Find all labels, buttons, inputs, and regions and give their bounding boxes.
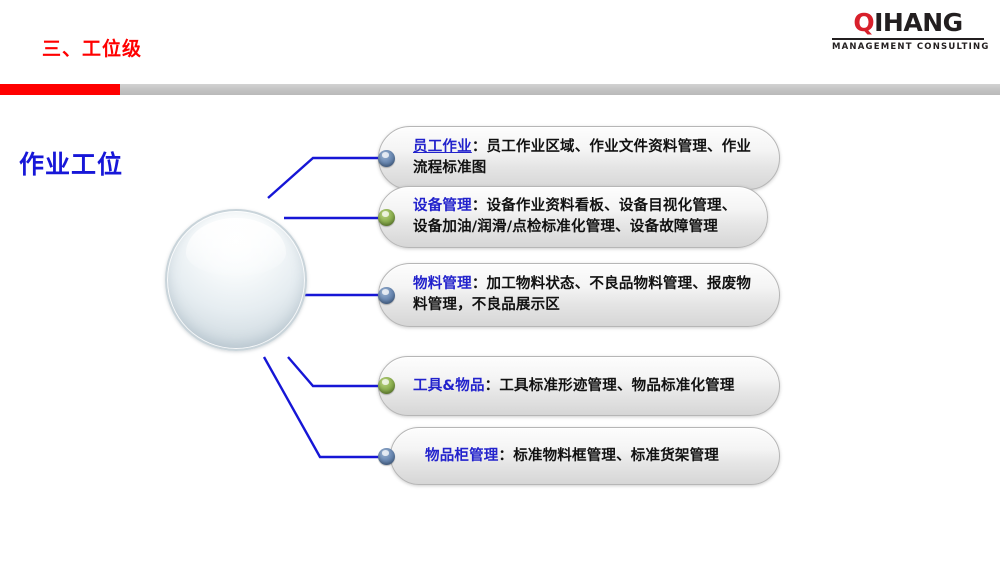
logo-divider-rule <box>832 38 984 40</box>
branch-body-4: 工具标准形迹管理、物品标准化管理 <box>499 377 735 394</box>
divider-grey-segment <box>120 84 1000 95</box>
branch-separator-1: ： <box>471 139 487 155</box>
branch-label-1: 员工作业 <box>413 139 472 155</box>
branch-capsule-4[interactable]: 工具&物品：工具标准形迹管理、物品标准化管理 <box>378 356 780 416</box>
header-divider <box>0 84 1000 95</box>
branch-text-4: 工具&物品：工具标准形迹管理、物品标准化管理 <box>379 376 757 397</box>
branch-label-2: 设备管理 <box>413 198 472 214</box>
logo-wordmark: QIHANG <box>832 10 984 35</box>
branch-text-2: 设备管理：设备作业资料看板、设备目视化管理、设备加油/润滑/点检标准化管理、设备… <box>379 196 767 238</box>
branch-separator-3: ： <box>471 276 487 292</box>
branch-capsule-2[interactable]: 设备管理：设备作业资料看板、设备目视化管理、设备加油/润滑/点检标准化管理、设备… <box>378 186 768 248</box>
branch-capsule-1[interactable]: 员工作业：员工作业区域、作业文件资料管理、作业流程标准图 <box>378 126 780 190</box>
logo-subtitle: MANAGEMENT CONSULTING <box>832 42 990 52</box>
brand-logo: QIHANG MANAGEMENT CONSULTING <box>832 10 990 52</box>
diagram-area: 作业工位 员工作业：员工作业区域、作业文件资料管理、作业流程标准图 设备管理：设… <box>0 95 1000 562</box>
branch-body-5: 标准物料框管理、标准货架管理 <box>513 447 720 464</box>
branch-separator-2: ： <box>471 198 487 214</box>
hub-label: 作业工位 <box>18 150 123 179</box>
divider-red-segment <box>0 84 120 95</box>
branch-bullet-4 <box>378 377 395 394</box>
branch-separator-5: ： <box>498 447 514 464</box>
branch-bullet-2 <box>378 209 395 226</box>
connector-line-5 <box>262 356 381 459</box>
branch-bullet-3 <box>378 287 395 304</box>
branch-capsule-3[interactable]: 物料管理：加工物料状态、不良品物料管理、报废物料管理，不良品展示区 <box>378 263 780 327</box>
branch-label-3: 物料管理 <box>413 276 472 292</box>
connector-line-4 <box>287 356 381 388</box>
branch-bullet-1 <box>378 150 395 167</box>
logo-letter-q: Q <box>853 8 875 37</box>
page-title: 三、工位级 <box>42 38 143 60</box>
branch-text-3: 物料管理：加工物料状态、不良品物料管理、报废物料管理，不良品展示区 <box>379 274 779 316</box>
hub-sphere[interactable] <box>165 209 307 351</box>
branch-separator-4: ： <box>484 377 500 394</box>
branch-body-1: 员工作业区域、作业文件资料管理、作业流程标准图 <box>413 139 752 176</box>
logo-letters-rest: IHANG <box>874 8 963 37</box>
branch-capsule-5[interactable]: 物品柜管理：标准物料框管理、标准货架管理 <box>390 427 780 485</box>
branch-body-3: 加工物料状态、不良品物料管理、报废物料管理，不良品展示区 <box>413 276 752 313</box>
branch-bullet-5 <box>378 448 395 465</box>
branch-label-4: 工具&物品 <box>413 377 485 394</box>
branch-label-5: 物品柜管理 <box>425 447 499 464</box>
connector-line-1 <box>267 156 381 199</box>
branch-body-2: 设备作业资料看板、设备目视化管理、设备加油/润滑/点检标准化管理、设备故障管理 <box>413 198 737 235</box>
branch-text-1: 员工作业：员工作业区域、作业文件资料管理、作业流程标准图 <box>379 137 779 179</box>
branch-text-5: 物品柜管理：标准物料框管理、标准货架管理 <box>391 446 741 467</box>
